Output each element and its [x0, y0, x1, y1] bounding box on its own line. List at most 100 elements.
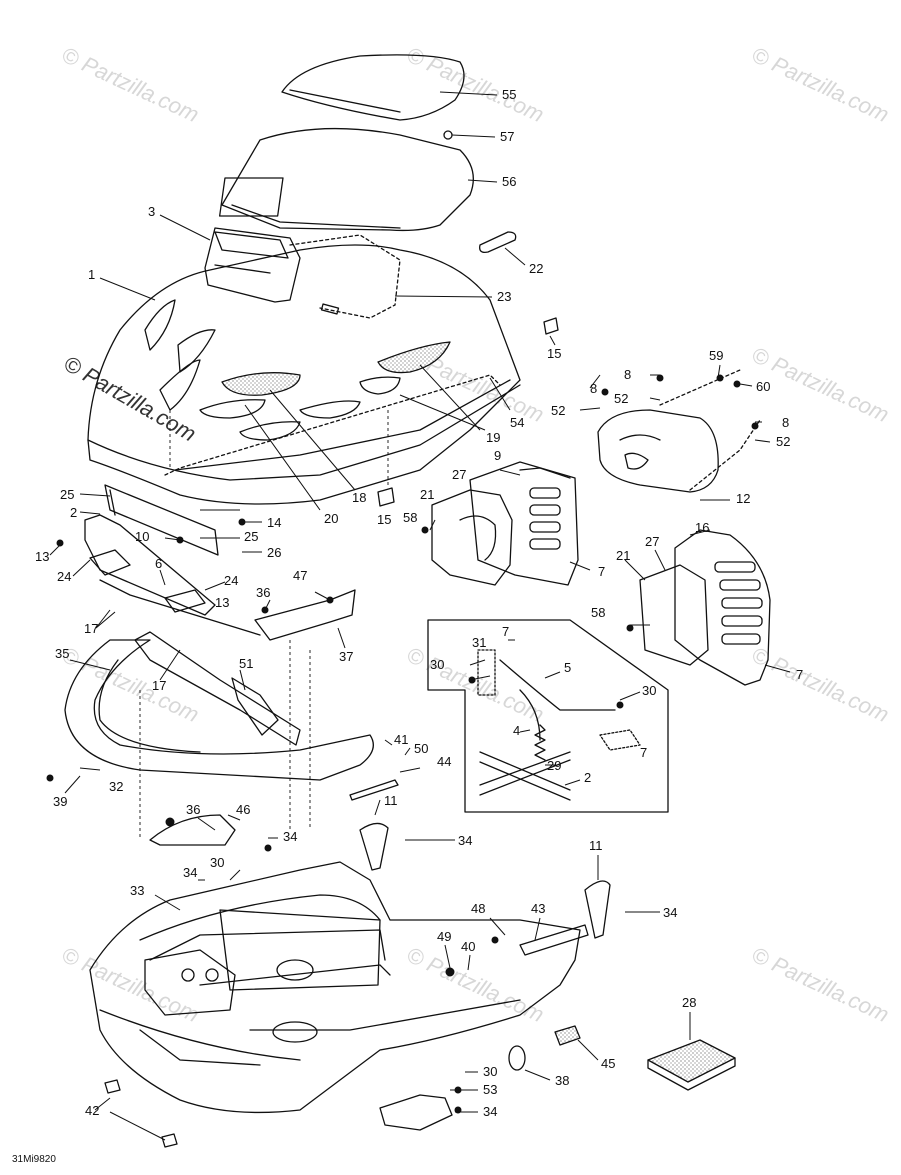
- callout-label: 7: [502, 624, 509, 639]
- watermark: © Partzilla.com: [58, 42, 203, 127]
- callout-label: 30: [483, 1064, 497, 1079]
- callout-label: 26: [267, 545, 281, 560]
- callout-label: 5: [564, 660, 571, 675]
- windshield-part: [281, 54, 465, 121]
- callout-label: 57: [500, 129, 514, 144]
- callout-label: 17: [152, 678, 166, 693]
- drawing-code: 31Mi9820: [12, 1154, 56, 1165]
- bumper-part: [64, 639, 374, 781]
- watermark: © Partzilla.com: [748, 42, 893, 127]
- callout-label: 24: [224, 573, 238, 588]
- hood-part: [87, 244, 521, 505]
- callout-label: 49: [437, 929, 451, 944]
- callout-label: 6: [155, 556, 162, 571]
- bracket-part: [379, 1094, 453, 1131]
- plate-part: [89, 549, 131, 576]
- callout-label: 36: [256, 585, 270, 600]
- callout-label: 4: [513, 723, 520, 738]
- callout-label: 27: [645, 534, 659, 549]
- foot-part: [161, 1133, 178, 1148]
- callout-label: 3: [148, 204, 155, 219]
- rear-handle-part: [584, 880, 611, 939]
- callout-label: 36: [186, 802, 200, 817]
- air-box-part: [674, 529, 771, 686]
- callout-label: 28: [682, 995, 696, 1010]
- spring-part: [534, 724, 546, 761]
- watermark: © Partzilla.com: [748, 642, 893, 727]
- callout-label: 30: [642, 683, 656, 698]
- callout-label: 11: [384, 793, 398, 808]
- callout-labels: 55 57 56 3 22 1 23 15 59 8 8 60 52 52 54…: [35, 87, 803, 1119]
- callout-label: 25: [60, 487, 74, 502]
- callout-label: 60: [756, 379, 770, 394]
- callout-label: 15: [547, 346, 561, 361]
- callout-label: 52: [614, 391, 628, 406]
- callout-label: 35: [55, 646, 69, 661]
- callout-label: 51: [239, 656, 253, 671]
- callout-label: 43: [531, 901, 545, 916]
- callout-label: 33: [130, 883, 144, 898]
- callout-label: 9: [494, 448, 501, 463]
- callout-label: 47: [293, 568, 307, 583]
- callout-label: 17: [84, 621, 98, 636]
- detail-inset-frame: [427, 619, 669, 813]
- callout-label: 16: [695, 520, 709, 535]
- foot-part: [104, 1079, 121, 1094]
- callout-label: 52: [776, 434, 790, 449]
- clip-part: [377, 487, 395, 507]
- callout-label: 10: [135, 529, 149, 544]
- callout-label: 58: [591, 605, 605, 620]
- callout-label: 39: [53, 794, 67, 809]
- callout-label: 34: [183, 865, 197, 880]
- trim-strip-part: [134, 631, 301, 746]
- callout-label: 1: [88, 267, 95, 282]
- plug-part: [508, 1045, 526, 1071]
- vent-insert: [377, 341, 451, 374]
- bracket-part: [149, 814, 236, 846]
- engine-rack: [219, 909, 381, 991]
- callout-label: 8: [624, 367, 631, 382]
- windshield-base-part: [221, 127, 474, 232]
- callout-label: 11: [589, 838, 603, 853]
- callout-label: 2: [584, 770, 591, 785]
- callout-label: 7: [796, 667, 803, 682]
- callout-label: 7: [598, 564, 605, 579]
- watermark: © Partzilla.com: [403, 42, 548, 127]
- callout-label: 13: [215, 595, 229, 610]
- decal-part: [554, 1025, 581, 1046]
- callout-label: 19: [486, 430, 500, 445]
- clip-part: [543, 317, 559, 335]
- air-duct-part: [469, 461, 579, 586]
- callout-label: 38: [555, 1073, 569, 1088]
- callout-label: 21: [420, 487, 434, 502]
- callout-label: 25: [244, 529, 258, 544]
- callout-label: 13: [35, 549, 49, 564]
- callout-label: 8: [782, 415, 789, 430]
- callout-label: 40: [461, 939, 475, 954]
- callout-label: 21: [616, 548, 630, 563]
- glovebox-part: [204, 227, 301, 303]
- nut-part: [443, 130, 453, 140]
- hull-part: [89, 861, 581, 1114]
- callout-label: 54: [510, 415, 524, 430]
- callout-label: 32: [109, 779, 123, 794]
- support-bracket-part: [104, 484, 219, 556]
- callout-label: 45: [601, 1056, 615, 1071]
- callout-label: 8: [590, 381, 597, 396]
- callout-label: 30: [430, 657, 444, 672]
- callout-label: 56: [502, 174, 516, 189]
- callout-label: 52: [551, 403, 565, 418]
- duct-cover-part: [431, 489, 513, 586]
- callout-label: 53: [483, 1082, 497, 1097]
- callout-label: 34: [663, 905, 677, 920]
- callout-label: 34: [483, 1104, 497, 1119]
- callout-label: 23: [497, 289, 511, 304]
- callout-label: 42: [85, 1103, 99, 1118]
- callout-label: 50: [414, 741, 428, 756]
- rear-handle-part: [359, 822, 389, 871]
- callout-label: 34: [458, 833, 472, 848]
- callout-label: 41: [394, 732, 408, 747]
- handle-part: [479, 231, 517, 253]
